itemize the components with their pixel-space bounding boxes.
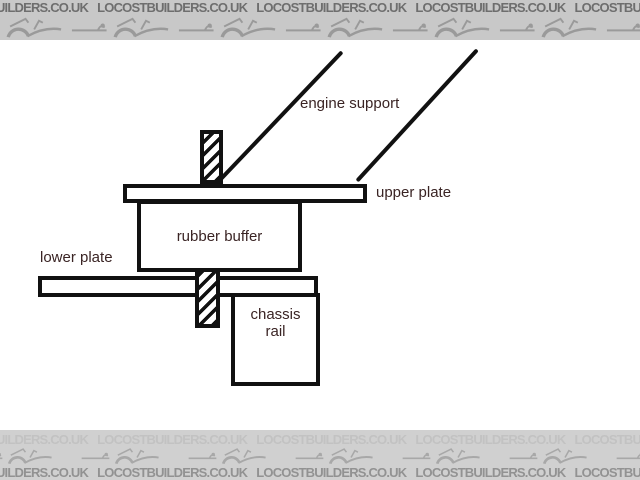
banner-text-row-faint: LOCOSTBUILDERS.CO.UK LOCOSTBUILDERS.CO.U… <box>0 433 640 446</box>
car-silhouette-icon <box>498 17 598 39</box>
upper-plate-label: upper plate <box>376 184 452 201</box>
chassis-rail-label-line1: chassis <box>250 306 301 323</box>
car-silhouette-icon <box>177 17 277 39</box>
lower-plate-shape <box>38 276 318 297</box>
car-silhouette-icon <box>70 17 170 39</box>
car-silhouette-icon <box>508 447 588 466</box>
upper-plate-shape <box>123 184 367 203</box>
banner-text-row-bottom: LOCOSTBUILDERS.CO.UK LOCOSTBUILDERS.CO.U… <box>0 466 640 480</box>
banner-text: LOCOSTBUILDERS.CO.UK <box>574 0 640 15</box>
car-silhouette-icon <box>391 17 491 39</box>
car-silhouette-icon <box>605 17 640 39</box>
banner-text: LOCOSTBUILDERS.CO.UK <box>415 433 566 446</box>
lower-plate-label: lower plate <box>40 249 113 266</box>
banner-text: LOCOSTBUILDERS.CO.UK <box>256 433 407 446</box>
banner-text: LOCOSTBUILDERS.CO.UK <box>0 0 89 15</box>
car-silhouette-icon <box>294 447 374 466</box>
engine-support-leg-right <box>355 48 479 183</box>
banner-text: LOCOSTBUILDERS.CO.UK <box>97 433 248 446</box>
banner-text-row-top: LOCOSTBUILDERS.CO.UK LOCOSTBUILDERS.CO.U… <box>0 0 640 15</box>
car-silhouette-icon <box>0 447 53 466</box>
car-silhouette-icon <box>80 447 160 466</box>
rubber-buffer-shape: rubber buffer <box>137 200 302 272</box>
car-silhouette-icon <box>187 447 267 466</box>
chassis-rail-shape: chassis rail <box>231 293 320 386</box>
banner-text: LOCOSTBUILDERS.CO.UK <box>97 466 248 480</box>
watermark-banner-top: LOCOSTBUILDERS.CO.UK LOCOSTBUILDERS.CO.U… <box>0 0 640 40</box>
banner-text: LOCOSTBUILDERS.CO.UK <box>0 466 89 480</box>
banner-text: LOCOSTBUILDERS.CO.UK <box>0 433 89 446</box>
car-silhouette-icon <box>284 17 384 39</box>
banner-text: LOCOSTBUILDERS.CO.UK <box>574 466 640 480</box>
banner-cars-row-top <box>0 15 640 40</box>
banner-text: LOCOSTBUILDERS.CO.UK <box>574 433 640 446</box>
engine-support-label: engine support <box>300 95 400 112</box>
banner-text: LOCOSTBUILDERS.CO.UK <box>415 466 566 480</box>
banner-text: LOCOSTBUILDERS.CO.UK <box>256 0 407 15</box>
rubber-buffer-label: rubber buffer <box>176 227 263 245</box>
banner-text: LOCOSTBUILDERS.CO.UK <box>256 466 407 480</box>
car-silhouette-icon <box>0 17 63 39</box>
diagram-canvas: rubber buffer chassis rail engine suppor… <box>0 40 640 430</box>
threaded-stud-upper <box>200 130 223 184</box>
watermark-banner-bottom: LOCOSTBUILDERS.CO.UK LOCOSTBUILDERS.CO.U… <box>0 430 640 480</box>
banner-cars-row-bottom <box>0 446 640 466</box>
banner-text: LOCOSTBUILDERS.CO.UK <box>415 0 566 15</box>
threaded-stud-lower <box>195 268 220 328</box>
chassis-rail-label-line2: rail <box>265 323 286 340</box>
banner-text: LOCOSTBUILDERS.CO.UK <box>97 0 248 15</box>
car-silhouette-icon <box>615 447 640 466</box>
engine-support-leg-left <box>218 50 344 182</box>
car-silhouette-icon <box>401 447 481 466</box>
